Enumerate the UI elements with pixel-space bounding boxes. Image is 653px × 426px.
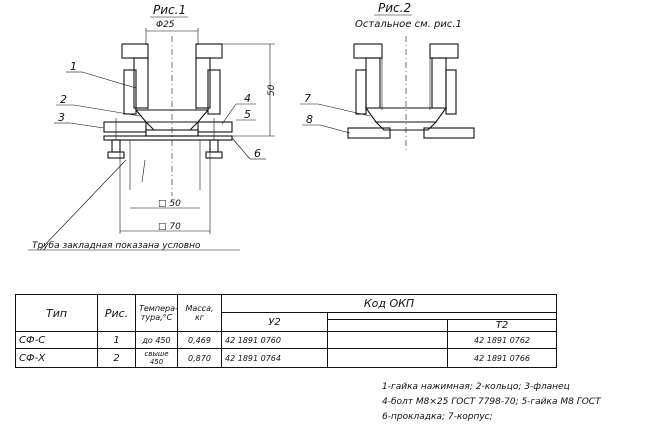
callout-8: 8 [306,113,313,126]
cell-temp: до 450 [135,331,178,349]
cell-temp: свыше 450 [135,348,178,368]
flange-part-8-left [347,127,391,139]
parts-legend: 1-гайка нажимная; 2-кольцо; 3-фланец 4-б… [382,380,653,425]
header-fig: Рис. [97,294,136,332]
cell-mass: 0,469 [177,331,222,349]
dim-diameter-label: Φ25 [156,20,175,30]
technical-drawing: Рис.1 Φ25 □ 50 □ 70 [28,1,475,251]
dim-square-large-label: □ 70 [158,222,181,232]
header-u2: У2 [221,312,328,332]
fig1-title: Рис.1 [153,3,186,17]
fig2-note: Остальное см. рис.1 [355,19,462,30]
cell-u2: 42 1891 0760 [221,331,328,349]
header-t2: Т2 [446,319,558,332]
callout-3: 3 [58,111,65,124]
cell-fig: 2 [97,348,136,368]
cell-fig: 1 [97,331,136,349]
dim-square-small-label: □ 50 [158,199,181,209]
okp-code-table: Тип Рис. Темпера-тура,°С Масса, кг Код О… [15,294,558,368]
dim-height-label: 50 [267,84,277,96]
cell-mid [327,331,448,349]
header-temperature: Темпера-тура,°С [135,294,178,332]
bolt-left [107,139,125,159]
cell-mid [327,348,448,368]
cell-type: СФ-Х [15,348,98,368]
body-outer [123,69,221,115]
parts-legend-line: 4-болт М8×25 ГОСТ 7798-70; 5-гайка М8 ГО… [382,397,601,407]
callout-7: 7 [304,92,311,105]
callout-1: 1 [70,60,77,73]
fig2-assembly [347,43,475,139]
flange-right [197,121,233,133]
header-okp-code: Код ОКП [220,294,558,313]
callout-2: 2 [60,93,67,106]
table-row: СФ-С 1 до 450 0,469 42 1891 0760 42 1891… [15,331,558,349]
callout-6: 6 [254,147,261,160]
cell-type: СФ-С [15,331,98,349]
header-mass: Масса, кг [177,294,222,332]
parts-legend-line: 1-гайка нажимная; 2-кольцо; 3-фланец [382,382,570,392]
callout-4: 4 [244,92,251,105]
gasket-part-6 [103,135,233,141]
cell-mass: 0,870 [177,348,222,368]
flange-left [103,121,147,133]
flange-part-8-right [423,127,475,139]
callout-5: 5 [244,108,251,121]
cell-u2: 42 1891 0764 [221,348,328,368]
pipe-note: Труба закладная показана условно [32,241,201,251]
bolt-right [205,139,223,159]
fig2-title: Рис.2 [378,1,411,15]
cell-t2: 42 1891 0766 [446,348,558,368]
table-row: СФ-Х 2 свыше 450 0,870 42 1891 0764 42 1… [15,348,558,368]
parts-legend-line: 6-прокладка; 7-корпус; [382,412,493,422]
header-type: Тип [15,294,98,332]
cell-t2: 42 1891 0762 [446,331,558,349]
